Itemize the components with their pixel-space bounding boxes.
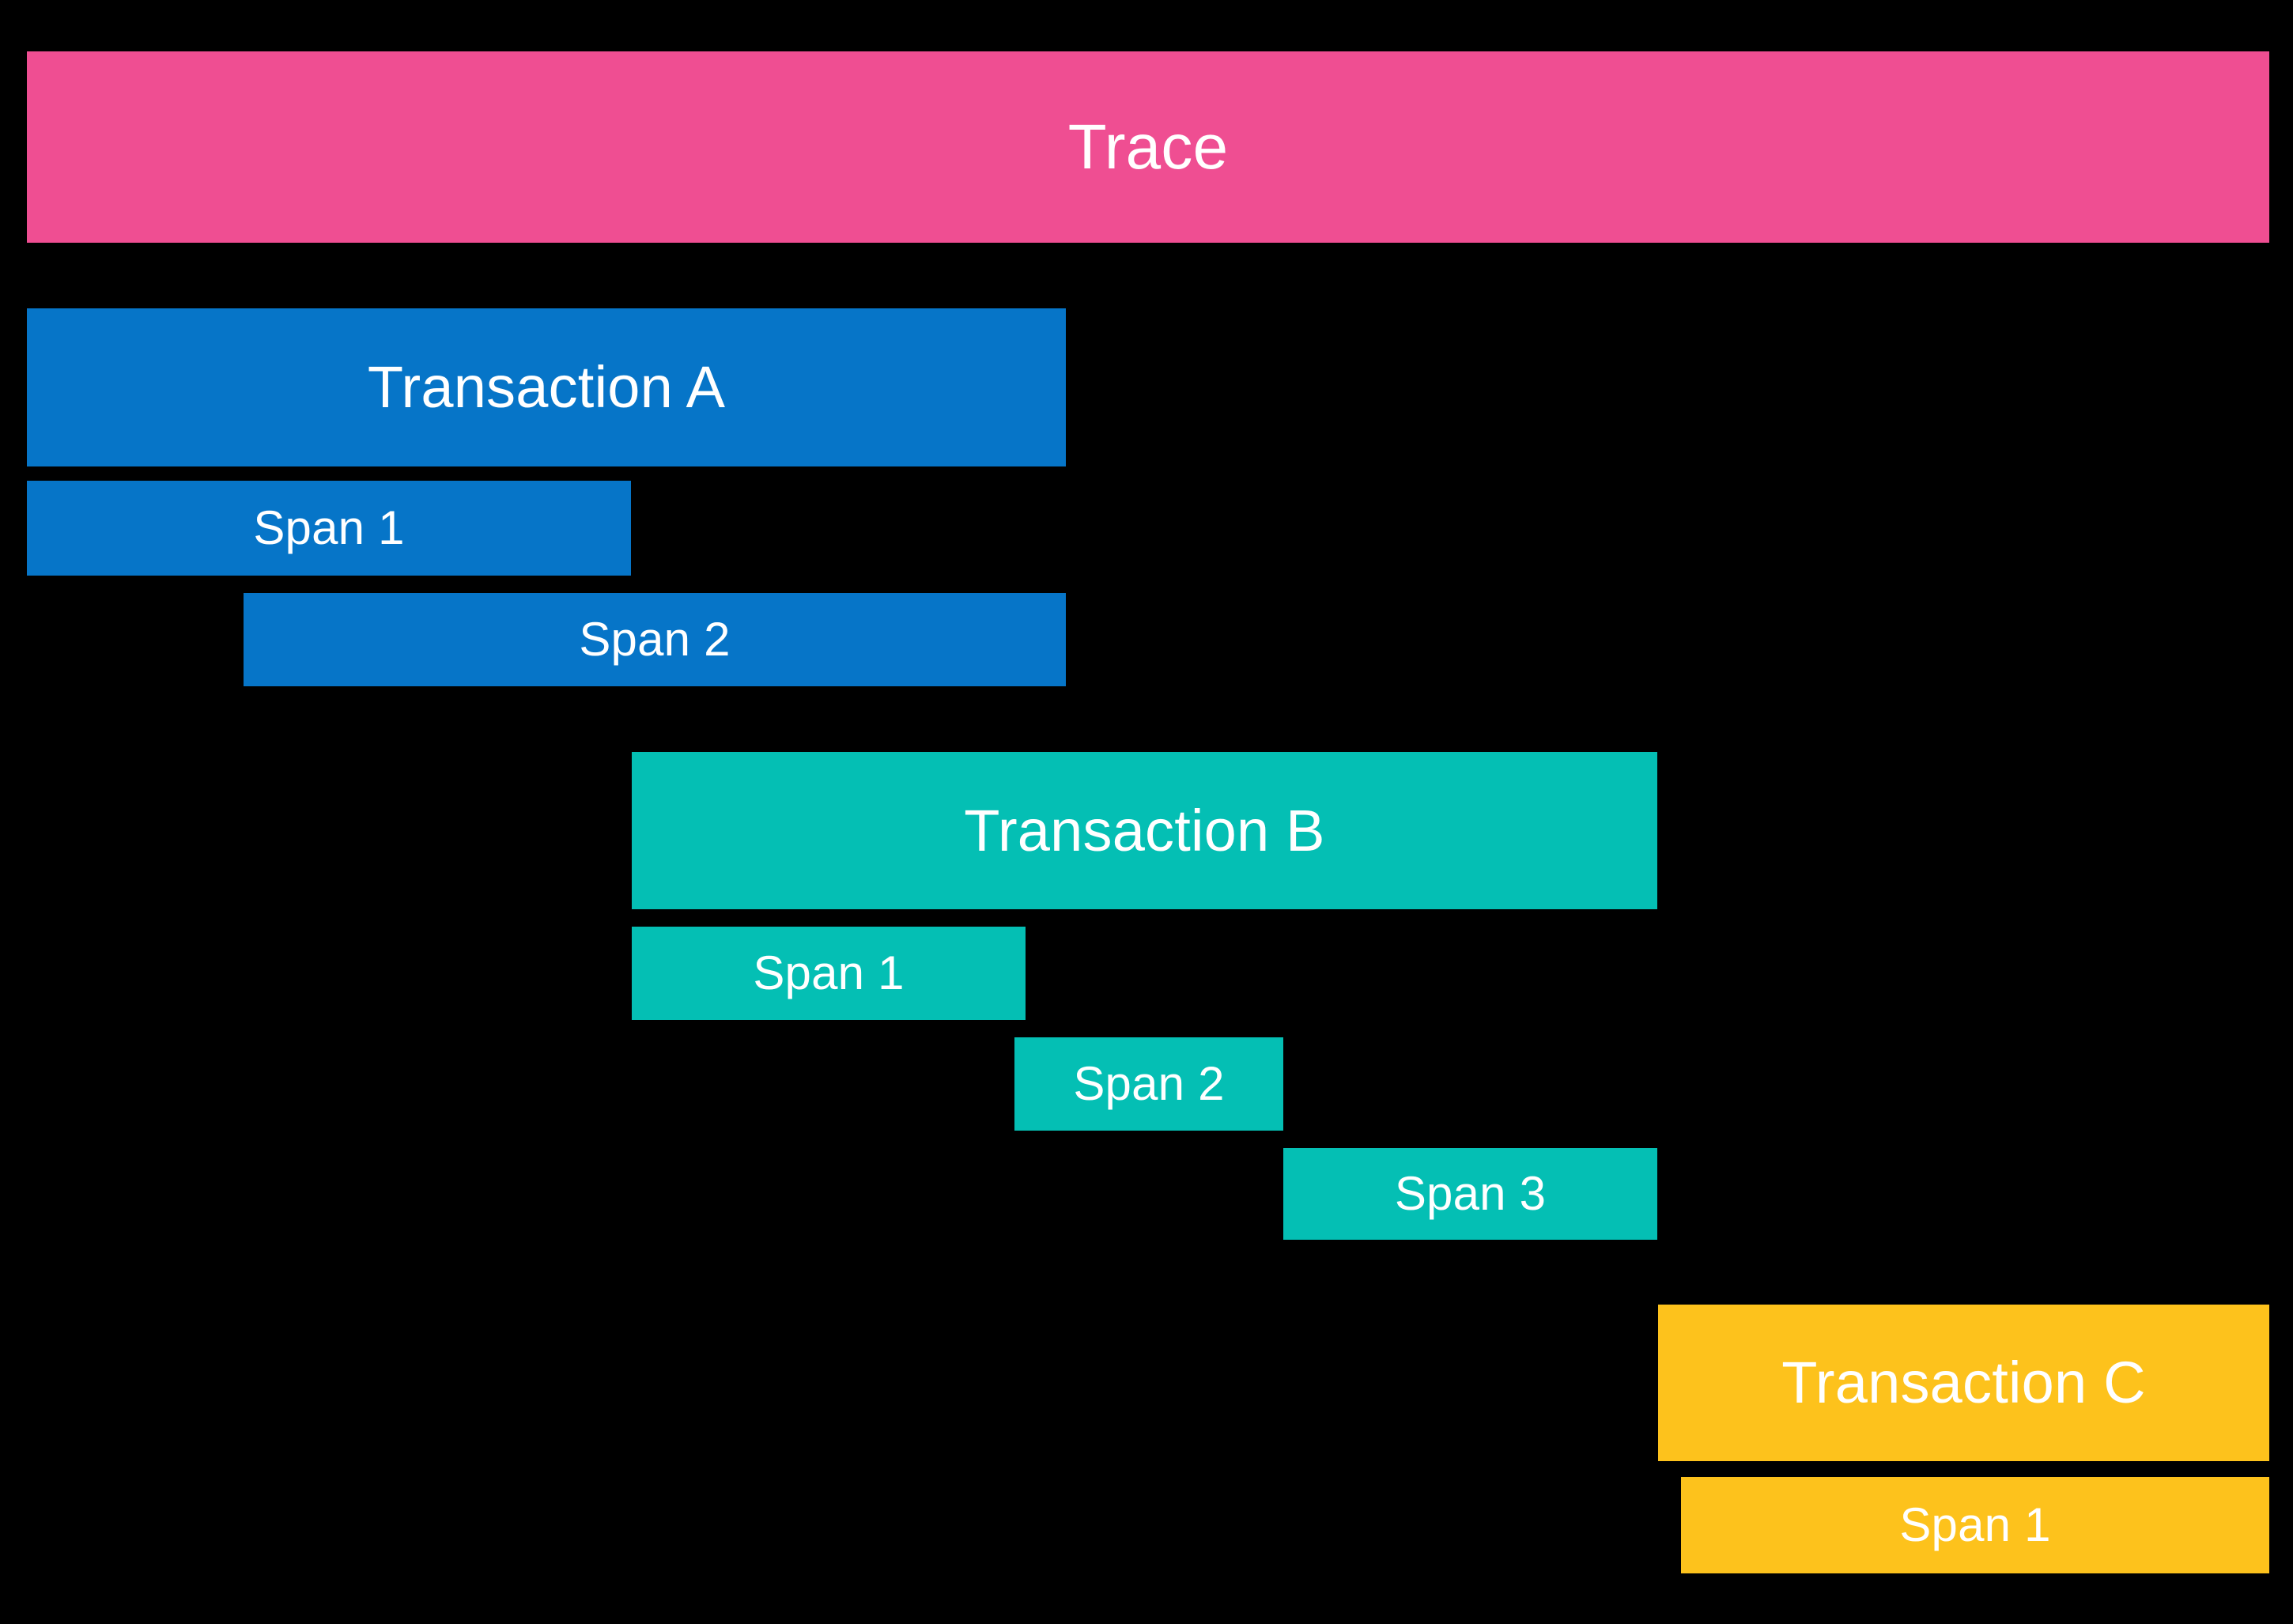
- bar-transaction-b-span-1: Span 1: [632, 927, 1026, 1020]
- transaction-b-span-1-label: Span 1: [753, 946, 905, 999]
- transaction-c-label: Transaction C: [1781, 1350, 2146, 1415]
- bar-transaction-a: Transaction A: [27, 308, 1066, 466]
- bar-transaction-b-span-3: Span 3: [1283, 1148, 1657, 1240]
- transaction-a-label: Transaction A: [367, 354, 726, 420]
- transaction-a-span-2-label: Span 2: [579, 613, 731, 666]
- transaction-c-span-1-label: Span 1: [1899, 1498, 2051, 1551]
- bar-transaction-a-span-1: Span 1: [27, 481, 631, 576]
- bar-transaction-a-span-2: Span 2: [244, 593, 1066, 686]
- bar-transaction-b: Transaction B: [632, 752, 1657, 909]
- transaction-b-span-3-label: Span 3: [1394, 1167, 1547, 1220]
- transaction-b-label: Transaction B: [964, 797, 1325, 863]
- trace-label: Trace: [1067, 111, 1229, 182]
- transaction-a-span-1-label: Span 1: [253, 501, 405, 554]
- bar-transaction-c-span-1: Span 1: [1681, 1477, 2269, 1573]
- transaction-b-span-2-label: Span 2: [1073, 1057, 1225, 1110]
- bar-transaction-c: Transaction C: [1658, 1305, 2269, 1461]
- bar-transaction-b-span-2: Span 2: [1014, 1037, 1283, 1131]
- bar-trace: Trace: [27, 51, 2269, 243]
